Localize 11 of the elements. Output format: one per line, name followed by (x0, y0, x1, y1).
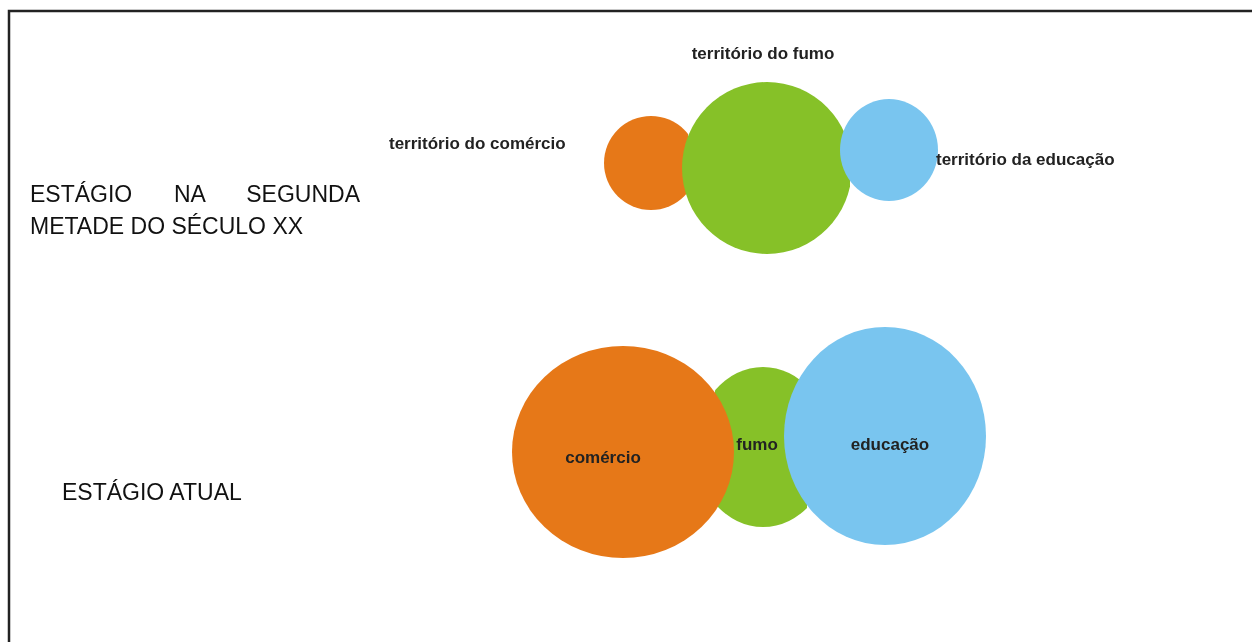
circle (512, 346, 734, 558)
territory-label: território do comércio (389, 134, 566, 154)
stage-label: ESTÁGIO ATUAL (62, 478, 243, 507)
stage-label: ESTÁGIO NA SEGUNDA METADE DO SÉCULO XX (30, 180, 360, 241)
circle-label: educação (850, 435, 930, 455)
circle (840, 99, 938, 201)
territory-label: território da educação (936, 150, 1115, 170)
circle-label: comércio (565, 448, 641, 468)
territory-label: território do fumo (691, 44, 835, 64)
circle (784, 327, 986, 545)
circle-label: fumo (736, 435, 778, 455)
